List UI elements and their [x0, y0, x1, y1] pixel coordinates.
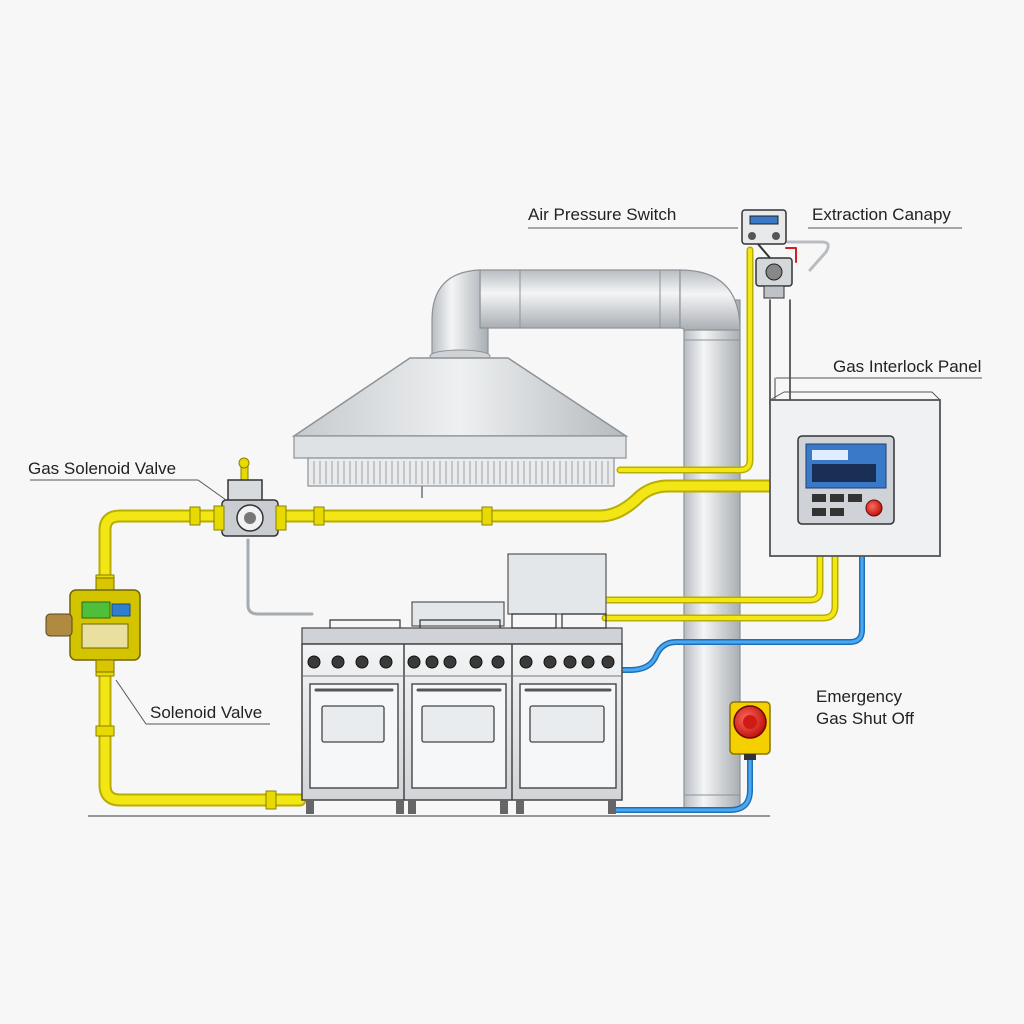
gas-interlock-panel: [769, 391, 941, 557]
control-knob: [491, 655, 505, 669]
label-solenoid-valve: Solenoid Valve: [150, 703, 263, 722]
control-knob: [601, 655, 615, 669]
control-knob: [307, 655, 321, 669]
control-knob: [407, 655, 421, 669]
label-extraction-canopy: Extraction Canapy: [812, 205, 951, 224]
label-gas-shut-off: Gas Shut Off: [816, 709, 914, 728]
emergency-stop-icon[interactable]: [729, 701, 771, 760]
control-knob: [469, 655, 483, 669]
control-knob: [355, 655, 369, 669]
solenoid-valve-icon: [45, 577, 141, 673]
control-knob: [379, 655, 393, 669]
control-knob: [563, 655, 577, 669]
label-emergency: Emergency: [816, 687, 902, 706]
control-knob: [581, 655, 595, 669]
valve-icon: [213, 457, 287, 537]
control-knob: [543, 655, 557, 669]
control-knob: [425, 655, 439, 669]
control-knob: [519, 655, 533, 669]
label-leaders: [30, 227, 982, 725]
extraction-hood: [291, 357, 629, 498]
label-air-pressure-switch: Air Pressure Switch: [528, 205, 677, 224]
cooking-range: [301, 553, 623, 814]
label-gas-interlock-panel: Gas Interlock Panel: [833, 357, 982, 376]
control-knob: [331, 655, 345, 669]
pressure-switch-icon: [741, 209, 793, 299]
red-button-icon[interactable]: [865, 499, 883, 517]
control-wiring: [246, 240, 865, 813]
gas-pipework: [95, 246, 839, 810]
control-knob: [443, 655, 457, 669]
label-gas-solenoid-valve: Gas Solenoid Valve: [28, 459, 177, 478]
